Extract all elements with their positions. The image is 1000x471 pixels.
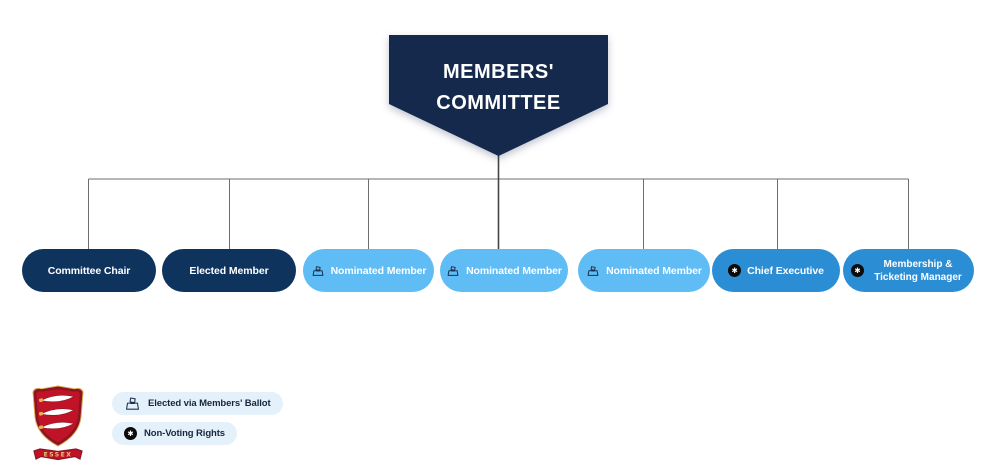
ballot-box-icon	[124, 395, 141, 412]
legend-label: Elected via Members' Ballot	[148, 398, 271, 409]
ballot-box-icon	[446, 264, 460, 278]
banner-title-line1: MEMBERS'	[443, 61, 554, 83]
org-pill-chief-executive: ✱ Chief Executive	[712, 249, 840, 292]
legend-item-non-voting-rights: ✱ Non-Voting Rights	[112, 422, 237, 445]
committee-banner-shape: MEMBERS' COMMITTEE	[389, 35, 608, 156]
legend-label: Non-Voting Rights	[144, 428, 225, 439]
org-pill-nominated-member-1: Nominated Member	[303, 249, 434, 292]
pill-label: Chief Executive	[747, 264, 824, 277]
org-pill-nominated-member-3: Nominated Member	[578, 249, 710, 292]
pill-label: Committee Chair	[47, 264, 131, 277]
pill-label: Nominated Member	[466, 264, 562, 277]
org-pill-membership-ticketing-manager: ✱ Membership & Ticketing Manager	[843, 249, 974, 292]
org-pill-elected-member: Elected Member	[162, 249, 296, 292]
crest-banner-text: ESSEX	[44, 452, 73, 459]
asterisk-icon: ✱	[851, 264, 864, 277]
essex-club-crest-logo: ESSEX	[32, 385, 84, 461]
pill-label: Membership & Ticketing Manager	[874, 258, 962, 283]
asterisk-icon: ✱	[728, 264, 742, 277]
org-pill-committee-chair: Committee Chair	[22, 249, 156, 292]
banner-title-line2: COMMITTEE	[436, 92, 561, 114]
committee-banner: MEMBERS' COMMITTEE	[389, 35, 608, 156]
ballot-box-icon	[586, 264, 600, 278]
legend-item-elected-via-ballot: Elected via Members' Ballot	[112, 392, 283, 415]
org-pill-nominated-member-2: Nominated Member	[440, 249, 568, 292]
pill-label: Elected Member	[189, 264, 269, 277]
ballot-box-icon	[311, 264, 325, 278]
asterisk-icon: ✱	[124, 427, 137, 440]
pill-label: Nominated Member	[330, 264, 427, 277]
pill-label: Nominated Member	[606, 264, 702, 277]
